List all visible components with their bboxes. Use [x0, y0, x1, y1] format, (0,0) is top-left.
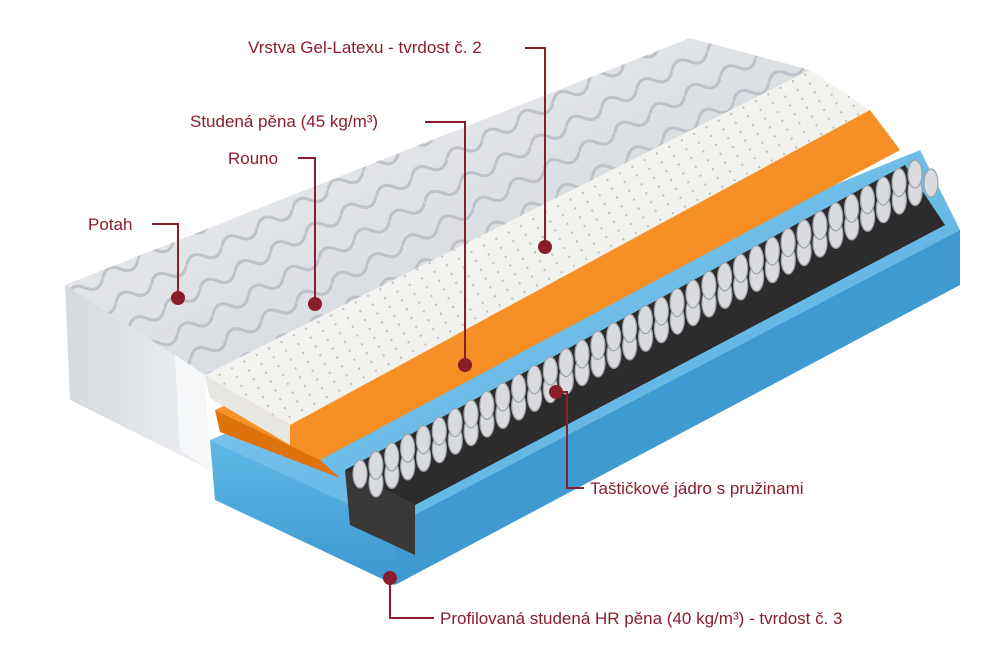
spring-coil: [875, 176, 891, 206]
spring-coil: [764, 236, 780, 266]
leader-lines: [152, 47, 584, 619]
label-hr-foam: Profilovaná studená HR pěna (40 kg/m³) -…: [440, 609, 843, 628]
spring-coil: [479, 390, 495, 420]
dot-gel-latex: [538, 240, 552, 254]
leader-rouno: [298, 157, 316, 302]
spring-coil: [843, 193, 860, 223]
spring-coil: [590, 330, 606, 360]
spring-coil: [701, 270, 717, 300]
leader-hr-foam: [389, 578, 434, 619]
spring-coil: [907, 159, 923, 189]
mattress-cover: [65, 38, 810, 470]
label-rouno: Rouno: [228, 149, 279, 168]
dot-pocket-core: [549, 385, 563, 399]
spring-coil: [923, 168, 939, 198]
spring-coil: [352, 459, 368, 489]
spring-coil: [796, 219, 812, 249]
label-potah: Potah: [88, 215, 133, 234]
spring-coil: [685, 279, 701, 309]
spring-coil: [447, 408, 463, 438]
spring-coil: [748, 245, 765, 275]
spring-coil: [732, 253, 749, 283]
spring-coil: [415, 425, 431, 455]
spring-coil: [653, 296, 669, 326]
leader-cold-foam: [425, 121, 466, 363]
spring-coil: [558, 348, 574, 378]
spring-coil: [828, 202, 844, 232]
dot-rouno: [308, 297, 322, 311]
spring-coil: [891, 168, 907, 198]
spring-coil: [812, 210, 828, 240]
spring-coil: [495, 382, 511, 412]
leader-gel-latex: [525, 47, 546, 245]
spring-coil: [669, 288, 685, 318]
spring-coil: [574, 339, 590, 369]
dot-potah: [171, 291, 185, 305]
dot-cold-foam: [458, 358, 472, 372]
label-cold-foam: Studená pěna (45 kg/m³): [190, 112, 379, 131]
spring-coil: [606, 322, 622, 352]
leader-dots: [171, 240, 563, 585]
spring-coil: [637, 305, 654, 335]
spring-coil: [510, 373, 527, 403]
spring-coils: [352, 159, 939, 498]
dot-hr-foam: [383, 571, 397, 585]
leader-potah: [152, 223, 179, 296]
spring-coil: [717, 262, 733, 292]
spring-coil: [859, 185, 876, 215]
spring-coil: [384, 442, 400, 472]
spring-coil: [780, 228, 796, 258]
spring-coil: [400, 433, 416, 463]
spring-coil: [621, 313, 638, 343]
spring-coil: [431, 416, 447, 446]
label-gel-latex: Vrstva Gel-Latexu - tvrdost č. 2: [248, 38, 482, 57]
spring-coil: [368, 450, 384, 480]
spring-coil: [526, 365, 543, 395]
gel-latex-layer: [205, 70, 870, 445]
spring-coil: [542, 356, 558, 386]
label-pocket-core: Taštičkové jádro s pružinami: [590, 479, 804, 498]
spring-coil: [463, 399, 479, 429]
